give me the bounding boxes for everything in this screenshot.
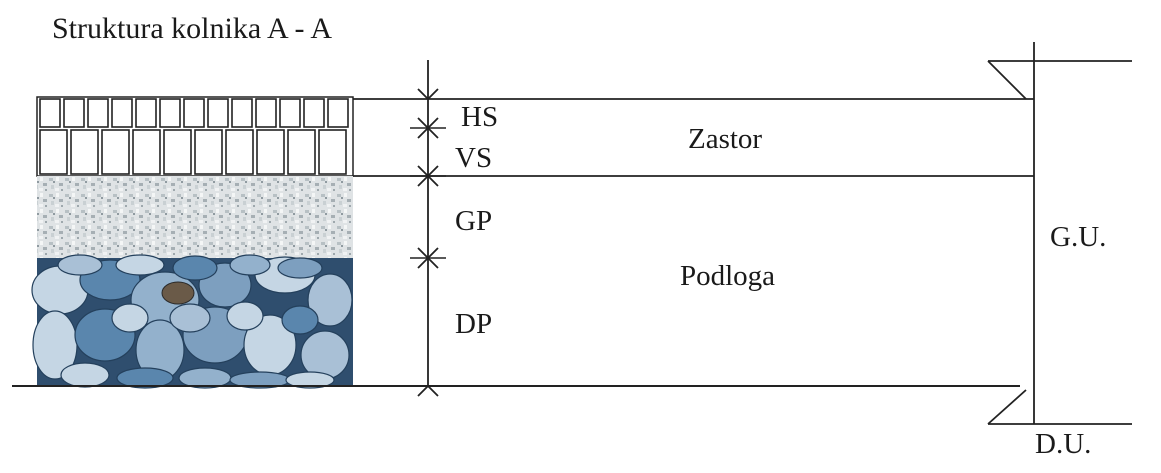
- layer-label-gp: GP: [455, 205, 493, 237]
- group-label-podloga: Podloga: [680, 260, 776, 292]
- block-small: [87, 98, 109, 128]
- stone: [277, 257, 323, 279]
- block-large: [287, 129, 316, 175]
- arrow-dp-top: [417, 247, 439, 260]
- block-small: [159, 98, 181, 128]
- dimension-lines: [12, 42, 1132, 425]
- stone-layer: [31, 254, 353, 389]
- stone: [226, 301, 264, 331]
- level-label-lower: D.U.: [1035, 428, 1092, 460]
- block-large: [101, 129, 130, 175]
- block-large: [70, 129, 99, 175]
- block-large: [39, 129, 68, 175]
- arrow-top-hs: [417, 88, 439, 101]
- stone: [57, 254, 103, 276]
- stone: [281, 305, 319, 335]
- group-label-zastor: Zastor: [688, 123, 763, 155]
- block-large: [256, 129, 285, 175]
- stone: [115, 254, 165, 276]
- lower-marker-diag: [987, 389, 1027, 425]
- block-large: [163, 129, 192, 175]
- block-small: [135, 98, 157, 128]
- block-small: [63, 98, 85, 128]
- stone: [285, 371, 335, 389]
- block-large: [318, 129, 347, 175]
- block-small: [303, 98, 325, 128]
- stone: [172, 255, 218, 281]
- stone-brown: [161, 281, 195, 305]
- block-large: [194, 129, 223, 175]
- block-large: [225, 129, 254, 175]
- stone: [116, 367, 174, 389]
- level-label-upper: G.U.: [1050, 221, 1107, 253]
- arrow-dp-bottom: [417, 384, 439, 397]
- layer-label-vs: VS: [455, 142, 493, 174]
- block-small: [279, 98, 301, 128]
- block-small: [255, 98, 277, 128]
- gravel-layer: [37, 176, 353, 258]
- arrow-gp-top: [417, 165, 439, 178]
- block-large: [132, 129, 161, 175]
- diagram-title: Struktura kolnika A - A: [52, 12, 332, 45]
- block-small: [111, 98, 133, 128]
- block-small: [207, 98, 229, 128]
- layer-label-dp: DP: [455, 308, 493, 340]
- stone: [307, 273, 353, 327]
- arrow-vs-top: [417, 117, 439, 130]
- block-small: [231, 98, 253, 128]
- upper-marker-diag: [987, 60, 1027, 100]
- stone: [111, 303, 149, 333]
- block-small: [327, 98, 349, 128]
- block-small: [183, 98, 205, 128]
- layer-label-hs: HS: [461, 101, 499, 133]
- block-small: [39, 98, 61, 128]
- stone: [60, 362, 110, 388]
- stone: [169, 303, 211, 333]
- stone: [229, 254, 271, 276]
- paving-blocks-layer: [36, 96, 354, 177]
